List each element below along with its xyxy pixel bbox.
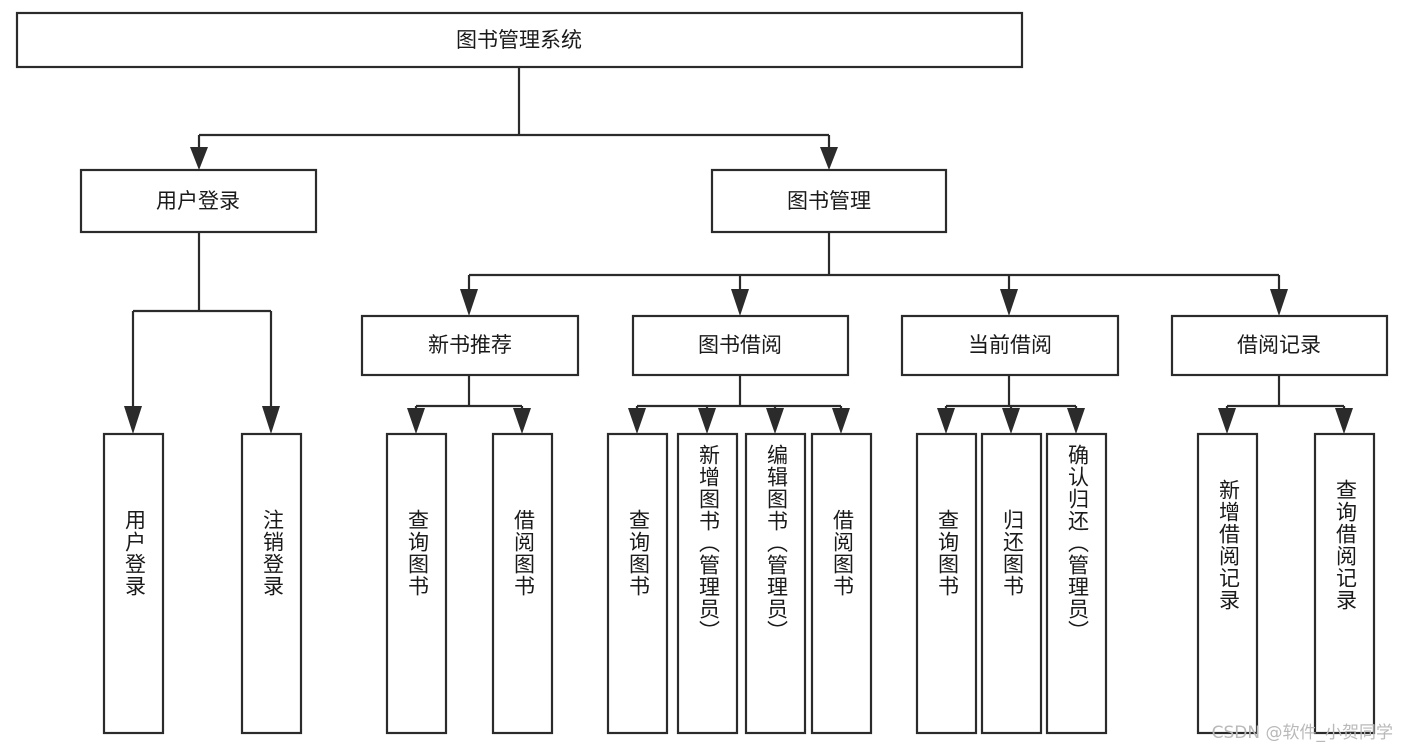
- arrow-to-user-login: [190, 147, 208, 170]
- leaf-box-confirm-return[interactable]: [1045, 432, 1108, 735]
- arrow-leaf-user-login: [124, 406, 142, 434]
- arrow-to-book-manage: [820, 147, 838, 170]
- node-new-book-rec[interactable]: 新书推荐: [360, 314, 580, 377]
- node-book-borrow-box[interactable]: [631, 314, 850, 377]
- root-node[interactable]: 图书管理系统: [15, 11, 1024, 69]
- node-user-login[interactable]: 用户登录: [79, 168, 318, 234]
- leaf-box-add-record[interactable]: [1196, 432, 1259, 735]
- arrow-leaf-query-book-2: [628, 408, 646, 434]
- leaf-box-query-book-3[interactable]: [915, 432, 978, 735]
- leaf-box-query-book-1[interactable]: [385, 432, 448, 735]
- node-book-borrow-label: 图书借阅: [698, 333, 782, 357]
- node-new-book-rec-label: 新书推荐: [428, 333, 512, 357]
- node-book-manage-label: 图书管理: [787, 189, 871, 213]
- node-new-book-rec-box[interactable]: [360, 314, 580, 377]
- leaf-box-query-record[interactable]: [1313, 432, 1376, 735]
- arrow-leaf-user-logout: [262, 406, 280, 434]
- leaf-boxes-layer: [102, 432, 1376, 735]
- leaf-box-edit-book[interactable]: [744, 432, 807, 735]
- arrow-leaf-return-book: [1002, 408, 1020, 434]
- arrow-leaf-confirm-return: [1067, 408, 1085, 434]
- node-current-borrow-box[interactable]: [900, 314, 1120, 377]
- node-book-manage[interactable]: 图书管理: [710, 168, 948, 234]
- arrow-leaf-add-book: [698, 408, 716, 434]
- node-current-borrow-label: 当前借阅: [968, 333, 1052, 357]
- node-book-manage-box[interactable]: [710, 168, 948, 234]
- arrow-leaf-query-book-1: [407, 408, 425, 434]
- arrow-to-new-book-rec: [460, 289, 478, 316]
- node-borrow-record[interactable]: 借阅记录: [1170, 314, 1389, 377]
- leaf-box-user-login[interactable]: [102, 432, 165, 735]
- leaf-box-user-logout[interactable]: [240, 432, 303, 735]
- node-borrow-record-label: 借阅记录: [1237, 333, 1321, 357]
- node-user-login-box[interactable]: [79, 168, 318, 234]
- arrow-leaf-add-record: [1218, 408, 1236, 434]
- watermark-text: CSDN @软件_小贺同学: [1211, 723, 1393, 743]
- node-current-borrow[interactable]: 当前借阅: [900, 314, 1120, 377]
- leaf-box-return-book[interactable]: [980, 432, 1043, 735]
- arrow-leaf-edit-book: [766, 408, 784, 434]
- arrow-leaf-borrow-book-2: [832, 408, 850, 434]
- arrow-leaf-query-record: [1335, 408, 1353, 434]
- leaf-box-add-book[interactable]: [676, 432, 739, 735]
- leaf-box-borrow-book-1[interactable]: [491, 432, 554, 735]
- node-book-borrow[interactable]: 图书借阅: [631, 314, 850, 377]
- root-node-label: 图书管理系统: [456, 28, 582, 52]
- arrow-leaf-query-book-3: [937, 408, 955, 434]
- node-user-login-label: 用户登录: [156, 189, 240, 213]
- arrow-to-current-borrow: [1000, 289, 1018, 316]
- arrow-to-borrow-record: [1270, 289, 1288, 316]
- root-node-box[interactable]: [15, 11, 1024, 69]
- leaf-box-borrow-book-2[interactable]: [810, 432, 873, 735]
- edges-layer: [124, 67, 1353, 434]
- node-borrow-record-box[interactable]: [1170, 314, 1389, 377]
- leaf-box-query-book-2[interactable]: [606, 432, 669, 735]
- arrow-leaf-borrow-book-1: [513, 408, 531, 434]
- arrow-to-book-borrow: [731, 289, 749, 316]
